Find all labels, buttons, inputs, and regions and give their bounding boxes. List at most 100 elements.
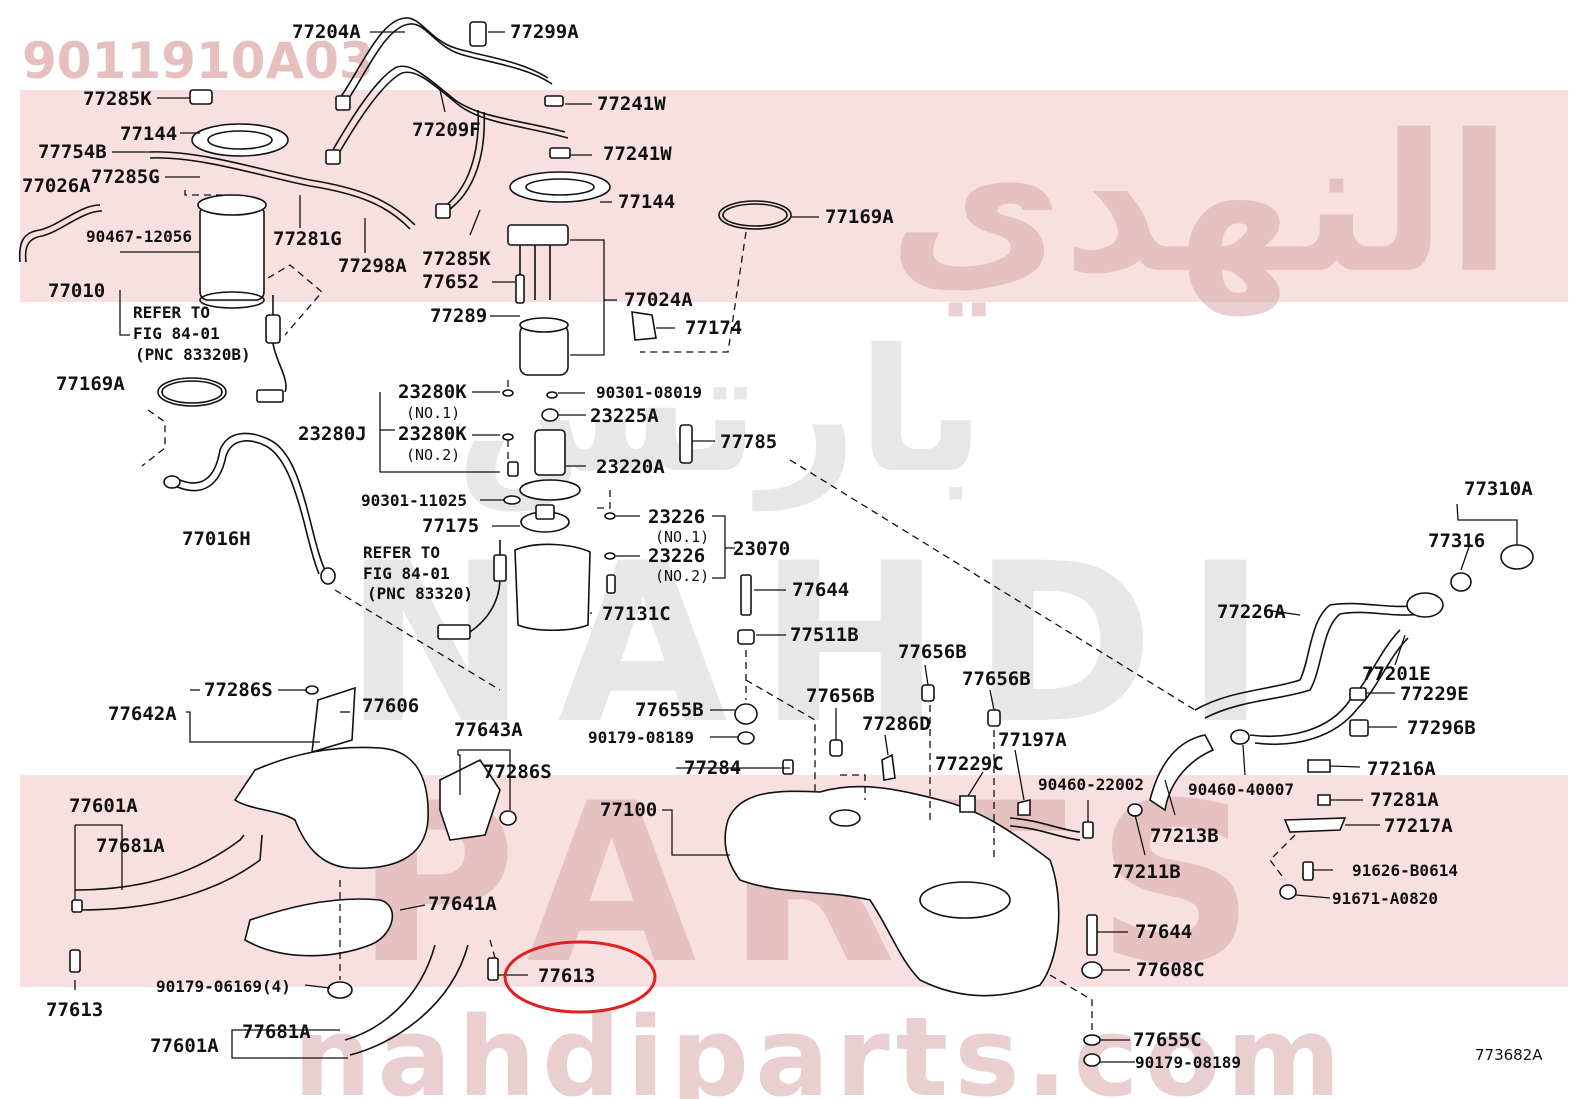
- label-77175[interactable]: 77175: [422, 515, 479, 537]
- label-77241w-bottom[interactable]: 77241W: [603, 143, 672, 165]
- label-77169a-top[interactable]: 77169A: [825, 206, 894, 228]
- watermark-band-top: [20, 90, 1568, 302]
- label-77652[interactable]: 77652: [422, 271, 479, 293]
- label-77656b-right[interactable]: 77656B: [962, 668, 1031, 690]
- label-77281a[interactable]: 77281A: [1370, 789, 1439, 811]
- callout-labels: 77204A 77299A 77285K 77241W 77144 77209F…: [22, 21, 1543, 1072]
- label-77131c[interactable]: 77131C: [602, 603, 671, 625]
- label-77296b[interactable]: 77296B: [1407, 717, 1476, 739]
- label-77024a[interactable]: 77024A: [624, 289, 693, 311]
- label-77197a[interactable]: 77197A: [998, 729, 1067, 751]
- label-77285k-mid[interactable]: 77285K: [422, 248, 491, 270]
- label-77284[interactable]: 77284: [684, 757, 741, 779]
- label-90460-22002[interactable]: 90460-22002: [1038, 775, 1144, 794]
- part-number-title: 9011910A03: [22, 32, 374, 90]
- label-77643a[interactable]: 77643A: [454, 719, 523, 741]
- label-77613-left[interactable]: 77613: [46, 999, 103, 1021]
- label-90467-12056[interactable]: 90467-12056: [86, 227, 192, 246]
- label-77298a[interactable]: 77298A: [338, 255, 407, 277]
- label-77316[interactable]: 77316: [1428, 530, 1485, 552]
- label-77644-bottom[interactable]: 77644: [1135, 921, 1192, 943]
- label-90301-08019[interactable]: 90301-08019: [596, 383, 702, 402]
- ref-text-2-line3: (PNC 83320): [367, 584, 473, 603]
- label-77289[interactable]: 77289: [430, 305, 487, 327]
- label-23280k-no1[interactable]: 23280K: [398, 381, 467, 403]
- label-77169a-bottom[interactable]: 77169A: [56, 373, 125, 395]
- ref-text-1-line1: REFER TO: [133, 303, 210, 322]
- label-77100[interactable]: 77100: [600, 799, 657, 821]
- label-77144-right[interactable]: 77144: [618, 191, 675, 213]
- label-77211b[interactable]: 77211B: [1112, 861, 1181, 883]
- label-77226a[interactable]: 77226A: [1217, 601, 1286, 623]
- part-drawings: [18, 17, 1534, 1067]
- label-77016h[interactable]: 77016H: [182, 528, 251, 550]
- ref-text-1-line2: FIG 84-01: [133, 324, 220, 343]
- label-77229e[interactable]: 77229E: [1400, 683, 1469, 705]
- label-23280j[interactable]: 23280J: [298, 423, 367, 445]
- label-77656b-top[interactable]: 77656B: [898, 641, 967, 663]
- label-77299a[interactable]: 77299A: [510, 21, 579, 43]
- label-77229c[interactable]: 77229C: [935, 753, 1004, 775]
- leader-lines: [74, 31, 1518, 1063]
- ref-text-1-line3: (PNC 83320B): [135, 345, 251, 364]
- label-no1-a: (NO.1): [406, 404, 460, 422]
- label-91671-a0820[interactable]: 91671-A0820: [1332, 889, 1438, 908]
- label-77681a-top[interactable]: 77681A: [96, 835, 165, 857]
- watermark-website: nahdiparts.com: [293, 993, 1347, 1099]
- label-23280k-no2[interactable]: 23280K: [398, 423, 467, 445]
- label-77655c[interactable]: 77655C: [1133, 1029, 1202, 1051]
- label-77310a[interactable]: 77310A: [1464, 478, 1533, 500]
- label-77026a[interactable]: 77026A: [22, 175, 91, 197]
- label-77217a[interactable]: 77217A: [1384, 815, 1453, 837]
- label-77286s-left[interactable]: 77286S: [204, 679, 273, 701]
- label-77204a[interactable]: 77204A: [292, 21, 361, 43]
- ref-text-2-line2: FIG 84-01: [363, 564, 450, 583]
- label-77209f[interactable]: 77209F: [412, 119, 481, 141]
- label-77286d[interactable]: 77286D: [862, 713, 931, 735]
- label-77641a[interactable]: 77641A: [428, 893, 497, 915]
- label-90460-40007[interactable]: 90460-40007: [1188, 780, 1294, 799]
- label-90301-11025[interactable]: 90301-11025: [361, 491, 467, 510]
- figure-code: 773682A: [1475, 1046, 1543, 1064]
- label-77644-top[interactable]: 77644: [792, 579, 849, 601]
- label-23226-no1[interactable]: 23226: [648, 506, 705, 528]
- ref-text-2-line1: REFER TO: [363, 543, 440, 562]
- label-77216a[interactable]: 77216A: [1367, 758, 1436, 780]
- label-77785[interactable]: 77785: [720, 431, 777, 453]
- label-77601a-bottom[interactable]: 77601A: [150, 1035, 219, 1057]
- label-91626-b0614[interactable]: 91626-B0614: [1352, 861, 1458, 880]
- label-77010[interactable]: 77010: [48, 280, 105, 302]
- label-23225a[interactable]: 23225A: [590, 405, 659, 427]
- label-77511b[interactable]: 77511B: [790, 624, 859, 646]
- watermark-arabic-brand: النهدي: [888, 94, 1511, 317]
- label-no2-a: (NO.2): [406, 446, 460, 464]
- label-77213b[interactable]: 77213B: [1150, 825, 1219, 847]
- label-23220a[interactable]: 23220A: [596, 456, 665, 478]
- label-77201e[interactable]: 77201E: [1362, 663, 1431, 685]
- label-77613-highlighted[interactable]: 77613: [538, 965, 595, 987]
- label-77286s-right[interactable]: 77286S: [483, 761, 552, 783]
- label-77642a[interactable]: 77642A: [108, 703, 177, 725]
- label-77601a-top[interactable]: 77601A: [69, 795, 138, 817]
- label-77606[interactable]: 77606: [362, 695, 419, 717]
- label-77754b[interactable]: 77754B: [38, 141, 107, 163]
- label-77656b-left[interactable]: 77656B: [806, 685, 875, 707]
- label-77285g[interactable]: 77285G: [91, 166, 160, 188]
- highlighted-part-ring: [503, 940, 657, 1014]
- label-77681a-bottom[interactable]: 77681A: [242, 1021, 311, 1043]
- label-77144-left[interactable]: 77144: [120, 123, 177, 145]
- label-77281g[interactable]: 77281G: [273, 228, 342, 250]
- label-23070[interactable]: 23070: [733, 538, 790, 560]
- label-90179-06169[interactable]: 90179-06169(4): [156, 977, 291, 996]
- label-77655b[interactable]: 77655B: [635, 699, 704, 721]
- label-23226-no2[interactable]: 23226: [648, 545, 705, 567]
- label-90179-08189-right[interactable]: 90179-08189: [1135, 1053, 1241, 1072]
- label-77608c[interactable]: 77608C: [1136, 959, 1205, 981]
- label-77241w-top[interactable]: 77241W: [597, 93, 666, 115]
- label-no2-b: (NO.2): [655, 567, 709, 585]
- label-77174[interactable]: 77174: [685, 317, 742, 339]
- label-77285k-top[interactable]: 77285K: [83, 88, 152, 110]
- label-90179-08189-left[interactable]: 90179-08189: [588, 728, 694, 747]
